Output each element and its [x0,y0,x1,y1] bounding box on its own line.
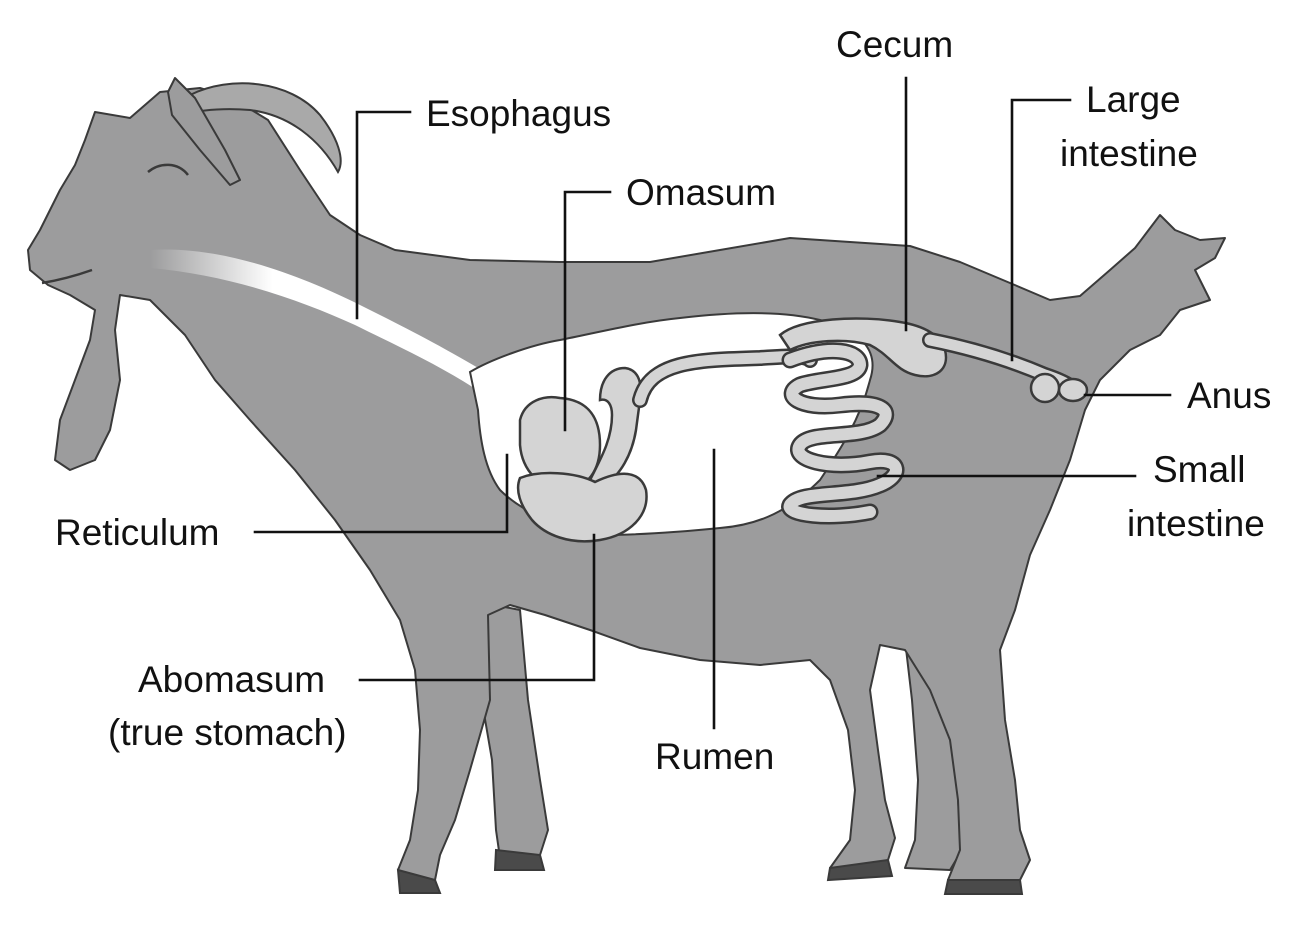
label-reticulum: Reticulum [55,512,220,553]
abomasum-organ [516,471,648,543]
goat-figure [27,77,1226,895]
label-large-intestine-line2: intestine [1060,133,1198,174]
label-abomasum-line1: Abomasum [138,659,325,700]
omasum-organ [588,366,642,487]
label-large-intestine-line1: Large [1086,79,1181,120]
goat-hoof-front [396,868,442,894]
anus-organ [1057,377,1089,403]
leader-reticulum [253,453,509,534]
leader-omasum [563,190,612,432]
labels: Esophagus Omasum Cecum Large intestine A… [55,24,1271,777]
goat-hoof-hind [826,858,894,882]
goat-mouth [41,268,93,285]
leader-lines [253,76,1172,730]
label-omasum: Omasum [626,172,776,213]
label-rumen: Rumen [655,736,774,777]
small-intestine-coils [781,342,905,525]
leader-large-intestine [1010,98,1072,362]
label-small-intestine-line2: intestine [1127,503,1265,544]
label-esophagus: Esophagus [426,93,611,134]
label-anus: Anus [1187,375,1271,416]
rectum-organ [1029,372,1061,404]
goat-horn [188,82,342,175]
goat-hoof-front-far [493,848,546,871]
leader-abomasum [358,533,596,682]
label-small-intestine-line1: Small [1153,449,1246,490]
goat-eye [147,163,189,176]
goat-ear [167,77,241,186]
esophagus-tube [150,249,500,395]
goat-hoof-hind-right [943,879,1024,895]
leader-esophagus [355,110,412,320]
label-abomasum-line2: (true stomach) [108,712,347,753]
cecum-organ [778,317,948,378]
label-cecum: Cecum [836,24,953,65]
